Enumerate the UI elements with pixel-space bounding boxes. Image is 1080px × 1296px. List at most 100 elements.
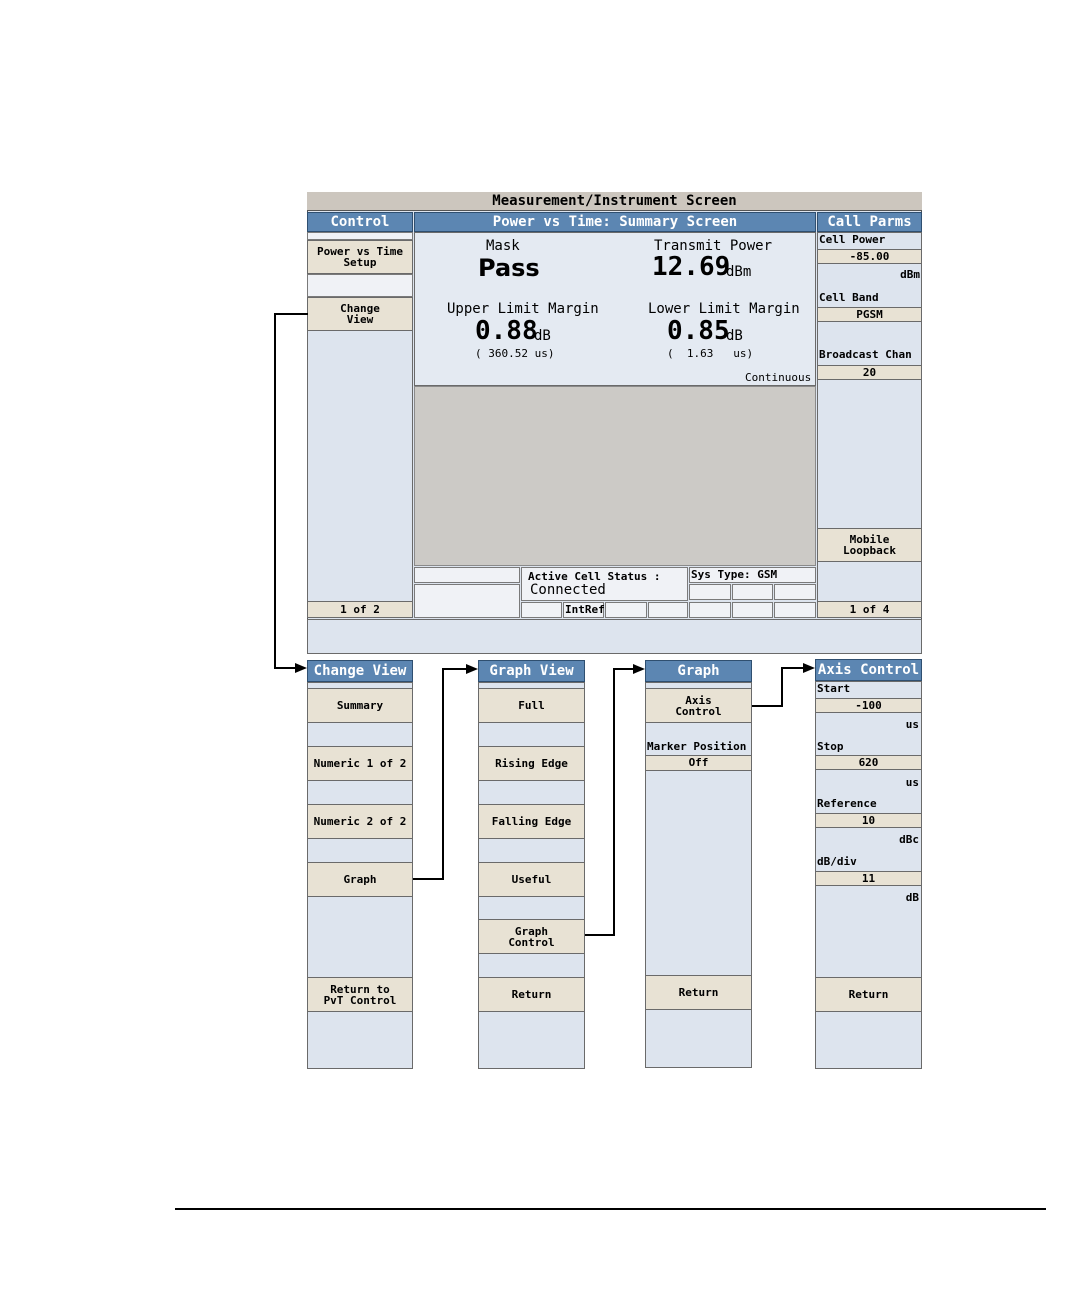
status-cell-blank (774, 602, 816, 618)
arrow-right-icon (803, 663, 815, 673)
marker-position-label: Marker Position (647, 740, 747, 753)
intref-indicator (563, 602, 604, 618)
transmit-power-unit: dBm (726, 264, 752, 280)
active-cell-status-label: Active Cell Status : (528, 570, 661, 583)
graph-control-header: Graph Control (645, 660, 752, 699)
upper-limit-unit: dB (534, 328, 551, 344)
connector-line (752, 705, 783, 707)
graph-control-button[interactable]: Graph Control (478, 919, 585, 954)
broadcast-chan-value[interactable]: 20 (817, 365, 922, 380)
status-cell-blank (774, 584, 816, 600)
lower-limit-time: ( 1.63 us) (667, 347, 754, 360)
upper-limit-value: 0.88 (475, 316, 538, 346)
active-cell-status-box (521, 567, 688, 601)
axis-control-header: Axis Control (815, 659, 922, 681)
connector-line (613, 668, 634, 670)
cell-power-unit: dBm (900, 268, 920, 281)
control-spacer (307, 232, 413, 240)
full-view-button[interactable]: Full (478, 688, 585, 723)
pvt-setup-button[interactable]: Power vs Time Setup (307, 240, 413, 274)
arrow-right-icon (295, 663, 307, 673)
cell-power-label: Cell Power (819, 233, 886, 246)
cell-power-value[interactable]: -85.00 (817, 249, 922, 264)
broadcast-chan-label: Broadcast Chan (819, 348, 912, 361)
start-unit: us (905, 718, 919, 731)
upper-limit-time: ( 360.52 us) (475, 347, 555, 360)
graph-view-button[interactable]: Graph (307, 862, 413, 897)
db-per-div-value[interactable]: 11 (815, 871, 922, 886)
measurement-mode: Continuous (745, 371, 812, 384)
summary-results-panel (414, 232, 816, 386)
graph-control-return-button[interactable]: Return (645, 975, 752, 1010)
control-header: Control (307, 212, 413, 232)
status-cell-blank (689, 602, 731, 618)
arrow-right-icon (466, 664, 478, 674)
graph-view-return-button[interactable]: Return (478, 977, 585, 1012)
falling-edge-button[interactable]: Falling Edge (478, 804, 585, 839)
transmit-power-label: Transmit Power (654, 238, 773, 254)
status-cell-blank (521, 602, 562, 618)
connector-line (781, 667, 804, 669)
reference-label: Reference (817, 797, 877, 810)
lower-limit-label: Lower Limit Margin (648, 301, 800, 317)
connector-line (442, 668, 444, 880)
stop-unit: us (905, 776, 919, 789)
sys-type-label: Sys Type: GSM (691, 568, 778, 581)
axis-control-button[interactable]: Axis Control (645, 688, 752, 723)
numeric-2-of-2-button[interactable]: Numeric 2 of 2 (307, 804, 413, 839)
connector-line (274, 667, 296, 669)
status-cell-blank (648, 602, 688, 618)
marker-position-value[interactable]: Off (645, 755, 752, 771)
control-page-indicator: 1 of 2 (307, 601, 413, 618)
start-label: Start (817, 682, 851, 695)
numeric-1-of-2-button[interactable]: Numeric 1 of 2 (307, 746, 413, 781)
change-view-header: Change View (307, 660, 413, 682)
screen-title: Measurement/Instrument Screen (307, 192, 922, 211)
return-to-pvt-control-button[interactable]: Return to PvT Control (307, 977, 413, 1012)
axis-control-return-button[interactable]: Return (815, 977, 922, 1012)
message-line (307, 619, 922, 654)
status-cell-blank (414, 567, 520, 583)
start-value[interactable]: -100 (815, 698, 922, 713)
status-cell-blank (414, 584, 520, 618)
db-per-div-unit: dB (905, 891, 919, 904)
status-cell-blank (732, 584, 773, 600)
mask-value: Pass (478, 254, 540, 282)
useful-view-button[interactable]: Useful (478, 862, 585, 897)
sys-type-box (689, 567, 816, 583)
reference-value[interactable]: 10 (815, 813, 922, 828)
graph-view-header: Graph View (478, 660, 585, 682)
lower-limit-value: 0.85 (667, 316, 730, 346)
call-parms-page-indicator: 1 of 4 (817, 601, 922, 618)
rising-edge-button[interactable]: Rising Edge (478, 746, 585, 781)
cell-band-value[interactable]: PGSM (817, 307, 922, 322)
intref-label: IntRef (565, 603, 605, 616)
status-cell-blank (732, 602, 773, 618)
transmit-power-value: 12.69 (652, 252, 731, 282)
stop-label: Stop (817, 740, 844, 753)
stop-value[interactable]: 620 (815, 755, 922, 770)
change-view-button[interactable]: Change View (307, 297, 413, 331)
lower-limit-unit: dB (726, 328, 743, 344)
connector-line (413, 878, 444, 880)
reference-unit: dBc (899, 833, 919, 846)
connector-line (442, 668, 467, 670)
active-cell-status-value: Connected (530, 582, 606, 598)
connector-line (781, 667, 783, 707)
footer-rule (175, 1208, 1046, 1210)
arrow-right-icon (633, 664, 645, 674)
upper-limit-label: Upper Limit Margin (447, 301, 599, 317)
cell-band-label: Cell Band (819, 291, 879, 304)
summary-view-button[interactable]: Summary (307, 688, 413, 723)
mobile-loopback-button[interactable]: Mobile Loopback (817, 528, 922, 562)
db-per-div-label: dB/div (817, 855, 857, 868)
connector-line (274, 313, 308, 315)
call-parms-header: Call Parms (817, 212, 922, 232)
connector-line (274, 313, 276, 669)
connector-line (585, 934, 615, 936)
control-spacer (307, 274, 413, 297)
summary-header: Power vs Time: Summary Screen (414, 212, 816, 232)
connector-line (613, 668, 615, 936)
graph-area (414, 386, 816, 566)
status-cell-blank (689, 584, 731, 600)
